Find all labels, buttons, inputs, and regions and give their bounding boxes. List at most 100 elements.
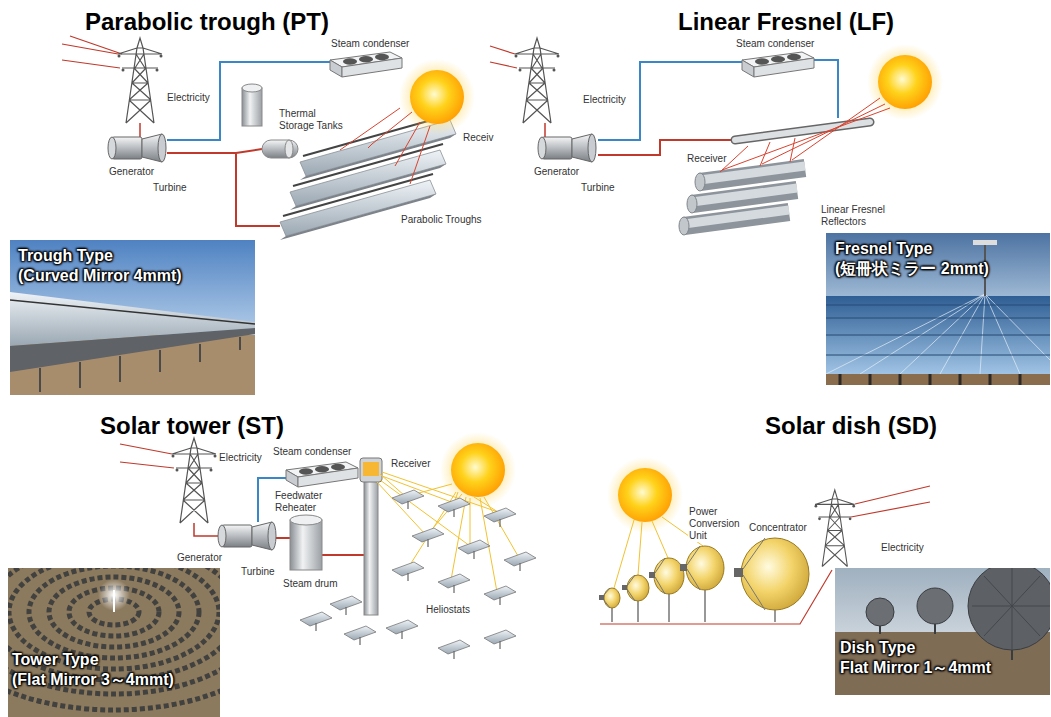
fresnel-reflector bbox=[700, 166, 805, 180]
part-label: Generator bbox=[533, 166, 580, 178]
power-line bbox=[120, 444, 174, 468]
fresnel-reflector bbox=[687, 195, 697, 213]
trough-photo bbox=[10, 240, 255, 395]
dish-concentrator bbox=[627, 575, 649, 601]
part-label: Parabolic Troughs bbox=[400, 214, 483, 226]
photo-panel: Trough Type(Curved Mirror 4mmt) bbox=[10, 240, 255, 395]
photo-caption: Fresnel Type bbox=[835, 239, 933, 259]
solar-tower bbox=[364, 480, 378, 615]
part-label: Thermal Storage Tanks bbox=[278, 108, 350, 132]
storage-tank bbox=[285, 140, 293, 158]
sun bbox=[607, 457, 683, 533]
fresnel-reflector bbox=[679, 166, 805, 235]
dish-photo bbox=[968, 568, 1050, 650]
transmission-tower bbox=[118, 38, 163, 123]
photo-panel: Dish TypeFlat Mirror 1～4mmt bbox=[835, 568, 1050, 695]
fresnel-reflector bbox=[695, 173, 705, 191]
dish-concentrator bbox=[622, 585, 627, 590]
heliostat bbox=[504, 552, 536, 571]
dish-concentrator bbox=[603, 588, 610, 608]
fresnel-receiver bbox=[735, 122, 870, 140]
storage-tank bbox=[262, 140, 298, 158]
fresnel-receiver bbox=[735, 122, 870, 140]
part-label: Feedwater Reheater bbox=[274, 490, 326, 514]
dish-concentrator bbox=[734, 568, 743, 577]
dish-photo bbox=[866, 598, 894, 626]
fresnel-photo bbox=[840, 374, 1020, 385]
power-wire bbox=[544, 123, 546, 137]
part-label: Steam condenser bbox=[272, 446, 352, 458]
solar-tower bbox=[360, 458, 382, 482]
part-label: Electricity bbox=[166, 92, 211, 104]
parabolic-trough bbox=[293, 144, 443, 186]
tower-photo bbox=[8, 568, 220, 710]
heliostat bbox=[300, 612, 332, 631]
part-label: Electricity bbox=[880, 542, 925, 554]
fresnel-receiver bbox=[735, 122, 870, 140]
tower-photo bbox=[8, 568, 220, 694]
heliostat bbox=[484, 508, 516, 527]
power-line bbox=[120, 444, 174, 468]
part-label: Receiver bbox=[390, 458, 431, 470]
dish-concentrator bbox=[655, 558, 665, 594]
tower-photo bbox=[69, 588, 159, 636]
photo-panel: Fresnel Type(短冊状ミラー 2mmt) bbox=[826, 233, 1050, 385]
part-label: Heliostats bbox=[425, 604, 471, 616]
section-heading: Solar tower (ST) bbox=[100, 412, 284, 440]
part-label: Receiv bbox=[462, 132, 495, 144]
part-label: Generator bbox=[108, 166, 155, 178]
photo-caption: Tower Type bbox=[12, 650, 99, 670]
generator-turbine bbox=[218, 522, 276, 550]
part-label: Steam condenser bbox=[735, 38, 815, 50]
section-heading: Parabolic trough (PT) bbox=[85, 8, 329, 36]
part-label: Electricity bbox=[582, 94, 627, 106]
fresnel-photo bbox=[826, 374, 1050, 385]
photo-caption: Dish Type bbox=[840, 638, 915, 658]
dish-concentrator bbox=[687, 546, 700, 590]
sun-ray bbox=[720, 98, 890, 172]
photo-panel: Tower Type(Flat Mirror 3～4mmt) bbox=[8, 568, 220, 717]
photo-caption: (Curved Mirror 4mmt) bbox=[18, 266, 182, 286]
heliostat bbox=[392, 490, 424, 509]
fresnel-reflector bbox=[679, 217, 689, 235]
photo-caption: Flat Mirror 1～4mmt bbox=[840, 658, 991, 678]
sun bbox=[440, 432, 516, 508]
heliostat bbox=[484, 586, 516, 605]
steam-condenser bbox=[286, 462, 358, 487]
trough-photo bbox=[10, 300, 255, 324]
fresnel-photo bbox=[973, 240, 997, 245]
dish-concentrator bbox=[654, 558, 684, 594]
parabolic-trough bbox=[283, 174, 433, 216]
part-label: Power Conversion Unit bbox=[688, 506, 742, 542]
heliostat bbox=[438, 498, 470, 517]
sun-ray bbox=[340, 108, 430, 184]
part-label: Electricity bbox=[218, 452, 263, 464]
storage-tank bbox=[242, 88, 262, 126]
sun-ray bbox=[377, 472, 518, 592]
part-label: Generator bbox=[176, 552, 223, 564]
dish-photo bbox=[917, 588, 953, 624]
part-label: Receiver bbox=[686, 153, 727, 165]
sun-ray bbox=[340, 108, 430, 184]
part-label: Steam condenser bbox=[330, 38, 410, 50]
part-label: Concentrator bbox=[748, 522, 808, 534]
trough-photo bbox=[10, 328, 255, 372]
heliostat bbox=[412, 528, 444, 547]
dish-photo bbox=[835, 568, 1050, 695]
sun bbox=[399, 59, 475, 135]
part-label: Turbine bbox=[240, 566, 276, 578]
heliostat bbox=[330, 596, 362, 615]
heliostat bbox=[386, 620, 418, 639]
fresnel-photo bbox=[826, 305, 1050, 355]
fresnel-photo bbox=[826, 294, 1050, 374]
solar-tower bbox=[360, 458, 382, 615]
dish-concentrator bbox=[680, 564, 687, 571]
sun-ray bbox=[408, 484, 518, 592]
dish-concentrator bbox=[599, 595, 604, 600]
section-heading: Linear Fresnel (LF) bbox=[678, 8, 894, 36]
steam-drum bbox=[290, 520, 322, 570]
part-label: Linear Fresnel Reflectors bbox=[820, 204, 888, 228]
generator-turbine bbox=[538, 134, 596, 162]
fresnel-photo bbox=[826, 296, 1050, 374]
